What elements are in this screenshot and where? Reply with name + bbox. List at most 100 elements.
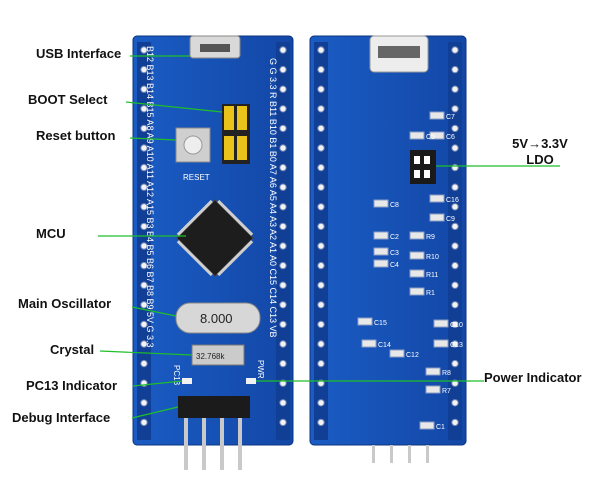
pin-hole — [279, 242, 287, 250]
smd-silk: C14 — [378, 342, 391, 349]
rtc-crystal: 32.768k — [191, 344, 245, 366]
smd-silk: R8 — [442, 370, 451, 377]
smd-silk: C10 — [450, 322, 463, 329]
pc13-led — [182, 378, 192, 384]
pin-hole — [451, 46, 459, 54]
pin-hole — [279, 418, 287, 427]
pin-hole — [279, 124, 287, 133]
smd-component — [425, 385, 441, 394]
smd-silk: R7 — [442, 388, 451, 395]
pin-hole — [451, 418, 459, 427]
label-ldo-line1: 5V→3.3V — [512, 136, 568, 151]
pin-hole — [451, 144, 459, 152]
pin-hole — [140, 418, 148, 427]
pin-hole — [279, 65, 287, 74]
leader-debug — [131, 406, 179, 419]
pin-hole — [140, 105, 148, 113]
pin-hole — [451, 399, 459, 407]
pin-hole — [140, 124, 148, 133]
smd-component — [389, 349, 405, 358]
smd-silk: C15 — [374, 320, 387, 327]
pin-hole — [279, 144, 287, 152]
pin-hole — [279, 340, 287, 348]
pin-hole — [317, 183, 325, 191]
smd-silk: R1 — [426, 290, 435, 297]
pin-hole — [140, 242, 148, 250]
smd-component — [409, 231, 425, 240]
leader-boot — [125, 101, 223, 113]
reset-button: RESET — [175, 127, 211, 182]
pin-hole — [451, 281, 459, 289]
label-mcu: MCU — [36, 226, 66, 241]
smd-silk: C16 — [446, 197, 459, 204]
power-led — [246, 378, 256, 384]
leader-osc — [131, 306, 177, 317]
pin-hole — [451, 359, 459, 368]
label-crystal: Crystal — [50, 342, 95, 357]
pin-hole — [140, 183, 148, 191]
label-ldo-line2: LDO — [526, 152, 554, 167]
smd-silk: C9 — [446, 216, 455, 223]
smd-component — [419, 421, 435, 430]
smd-silk: R10 — [426, 254, 439, 261]
pin-hole — [140, 359, 148, 368]
pin-hole — [279, 85, 287, 93]
smd-component — [429, 213, 445, 222]
reset-silk: RESET — [183, 173, 210, 182]
smd-component — [429, 111, 445, 120]
pin-hole — [140, 320, 148, 329]
smd-component — [429, 131, 445, 140]
pin-hole — [140, 144, 148, 152]
pin-hole — [317, 85, 325, 93]
pin-hole — [451, 105, 459, 113]
label-boot-select: BOOT Select — [28, 92, 108, 107]
pin-hole — [279, 163, 287, 172]
pin-hole — [140, 85, 148, 93]
label-usb-interface: USB Interface — [36, 46, 122, 61]
pin-hole — [279, 320, 287, 329]
right-pin-column — [276, 42, 290, 440]
label-reset-button: Reset button — [36, 128, 116, 143]
pin-hole — [451, 340, 459, 348]
smd-component — [425, 367, 441, 376]
smd-silk: C13 — [450, 342, 463, 349]
pin-hole — [317, 144, 325, 152]
pin-hole — [317, 46, 325, 54]
smd-component — [373, 247, 389, 256]
smd-component — [433, 339, 449, 348]
pin-hole — [317, 65, 325, 74]
smd-component — [429, 194, 445, 203]
pin-hole — [140, 281, 148, 289]
smd-component — [409, 269, 425, 278]
smd-component — [357, 317, 373, 326]
bottom-header-pins — [372, 445, 429, 463]
front-board: RESET 8.000 32.768k PC13 PWR — [132, 35, 294, 470]
debug-header — [178, 396, 250, 470]
smd-component — [361, 339, 377, 348]
leader-pc13 — [132, 380, 183, 387]
pin-hole — [140, 399, 148, 407]
label-debug-interface: Debug Interface — [12, 410, 111, 425]
pin-hole — [317, 203, 325, 211]
boot-jumpers — [222, 104, 250, 164]
pin-hole — [279, 281, 287, 289]
pin-hole — [451, 301, 459, 309]
pin-hole — [317, 105, 325, 113]
label-ldo: 5V→3.3V LDO — [500, 136, 580, 168]
leader-reset — [129, 137, 177, 141]
pin-hole — [279, 46, 287, 54]
smd-silk: R9 — [426, 234, 435, 241]
pin-hole — [317, 418, 325, 427]
pin-hole — [451, 183, 459, 191]
main-oscillator: 8.000 — [175, 302, 261, 334]
smd-component — [409, 251, 425, 260]
pin-hole — [279, 105, 287, 113]
smd-component — [373, 231, 389, 240]
leader-lines — [98, 55, 560, 419]
back-usb-connector — [369, 35, 429, 73]
pin-hole — [451, 65, 459, 74]
pin-hole — [451, 124, 459, 133]
label-main-oscillator: Main Oscillator — [18, 296, 112, 311]
